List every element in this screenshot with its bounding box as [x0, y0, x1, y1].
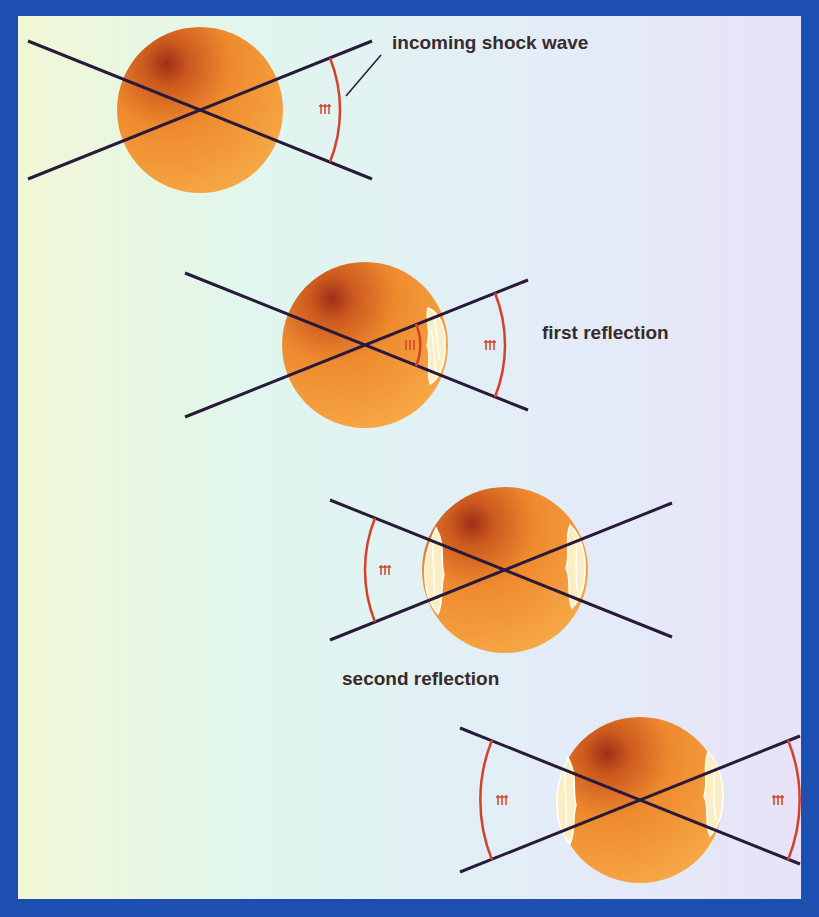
sphere-stage-2: [185, 262, 528, 428]
annotation-label: second reflection: [342, 668, 499, 691]
sphere-stage-1: [28, 27, 381, 193]
sphere-stage-4: [460, 717, 800, 883]
sphere-stage-3: [330, 487, 672, 653]
annotation-label: incoming shock wave: [392, 32, 588, 55]
annotation-label: first reflection: [542, 322, 669, 345]
